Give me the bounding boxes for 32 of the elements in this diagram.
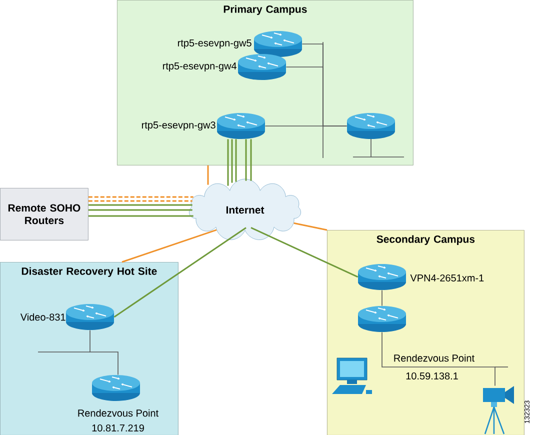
network-link [294, 222, 328, 231]
network-link [235, 139, 237, 182]
network-link [250, 227, 358, 278]
device-label: VPN4-2651xm-1 [410, 274, 484, 282]
device-label: 10.81.7.219 [92, 424, 144, 432]
network-link [207, 165, 209, 185]
network-link [245, 139, 247, 181]
router [347, 113, 395, 139]
network-link [114, 227, 246, 318]
computer [332, 358, 372, 394]
device-label: rtp5-esevpn-gw3 [142, 121, 216, 131]
network-link [88, 196, 194, 198]
network-link [250, 139, 252, 181]
network-link [88, 215, 194, 217]
network-link [88, 209, 192, 211]
device-label: Rendezvous Point [394, 354, 474, 362]
network-link [122, 229, 217, 263]
device-label: rtp5-esevpn-gw4 [162, 62, 236, 72]
cloud: Internet [189, 178, 301, 240]
device-label: Rendezvous Point [78, 409, 158, 417]
network-link [382, 332, 496, 386]
network-link [227, 139, 229, 186]
camera [483, 386, 514, 434]
device-label: 10.59.138.1 [406, 372, 458, 380]
network-link [90, 330, 118, 376]
network-link [231, 139, 233, 183]
network-link [88, 200, 192, 202]
network-link [88, 204, 192, 206]
device-label: rtp5-esevpn-gw5 [178, 40, 252, 48]
network-link [286, 66, 324, 126]
device-label: Video-831 [20, 313, 66, 321]
box: Remote SOHO Routers [0, 188, 88, 240]
